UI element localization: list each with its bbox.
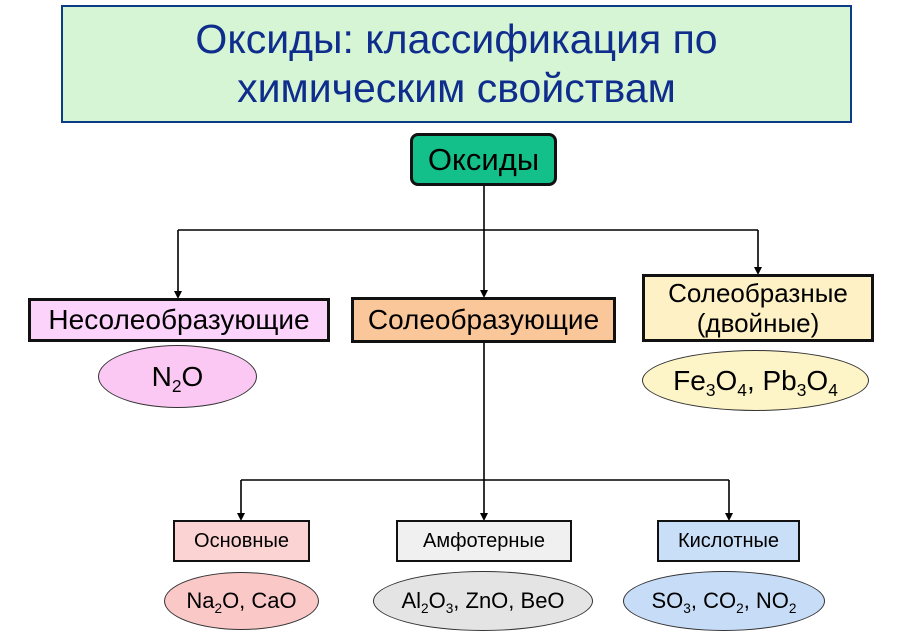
formula-subscript: 4 [828,379,838,400]
formula-text: SO3, CO2, NO2 [651,588,797,616]
formula-text: Na2O, CaO [186,588,297,616]
formula-subscript: 4 [737,379,747,400]
example-acidic: SO3, CO2, NO2 [623,571,825,631]
formula-subscript: 3 [445,600,454,616]
title-line-2: химическим свойствам [237,65,676,111]
formula-subscript: 2 [214,600,223,616]
formula-text: Al2O3, ZnO, BeO [401,588,565,616]
formula-text: N2O [151,360,204,396]
title-line-1: Оксиды: классификация по [195,16,718,62]
node-double-line-2: (двойные) [696,308,820,338]
example-non-salt-forming: N2O [98,345,257,408]
node-non-salt-forming: Несолеобразующие [28,298,330,342]
node-salt-forming: Солеобразующие [351,297,616,343]
example-basic: Na2O, CaO [164,572,319,630]
formula-subscript: 2 [788,600,797,616]
example-double-oxides: Fe3O4, Pb3O4 [642,350,869,411]
node-acidic: Кислотные [657,520,800,562]
formula-subscript: 2 [736,600,744,616]
formula-subscript: 3 [705,379,716,400]
formula-subscript: 2 [171,375,182,396]
node-amphoteric: Амфотерные [396,520,572,562]
example-amphoteric: Al2O3, ZnO, BeO [373,571,593,631]
root-node-oxides: Оксиды [410,133,557,186]
formula-subscript: 3 [683,600,691,616]
formula-text: Fe3O4, Pb3O4 [673,364,838,400]
formula-subscript: 3 [796,379,807,400]
node-double-line-1: Солеобразные [668,278,848,308]
title-box: Оксиды: классификация по химическим свой… [61,5,852,123]
formula-subscript: 2 [421,600,429,616]
node-basic: Основные [173,520,310,562]
node-double-oxides: Солеобразные (двойные) [642,274,874,342]
